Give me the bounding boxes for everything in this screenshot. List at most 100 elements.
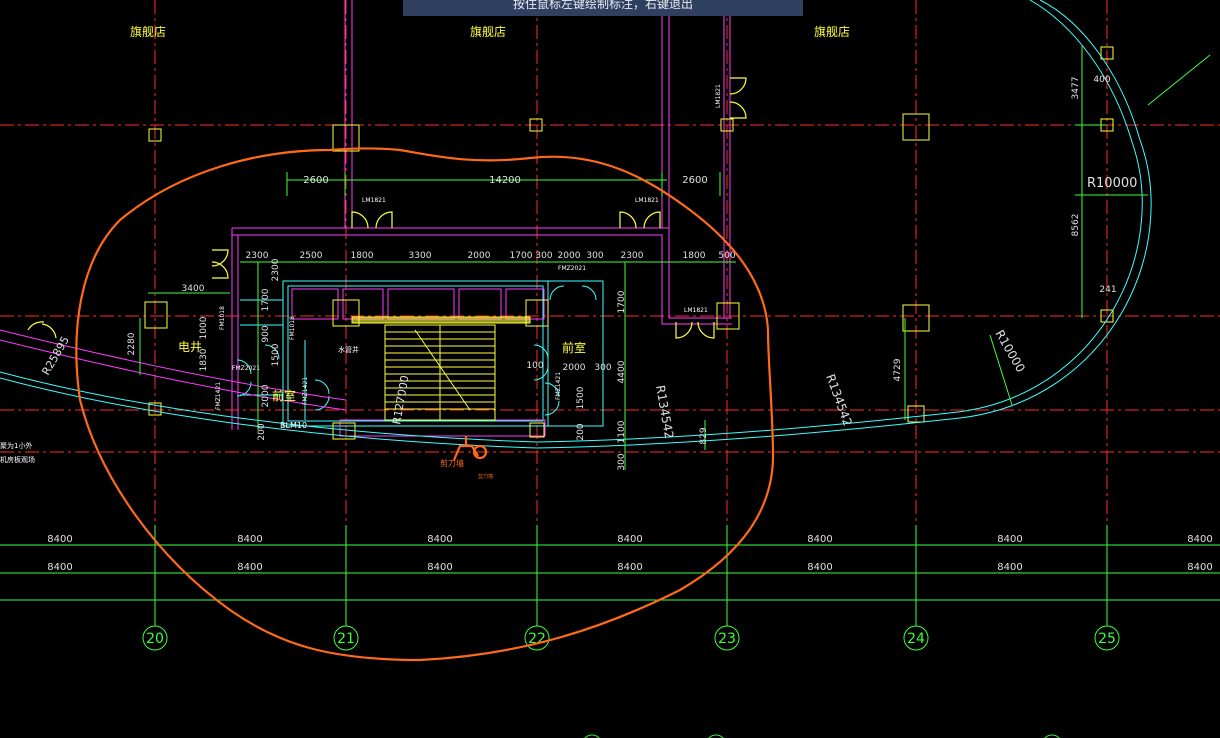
- dim-text: 2300: [271, 258, 281, 281]
- bay-dim: 8400: [237, 534, 262, 545]
- bay-dim: 8400: [47, 562, 72, 573]
- door-swings: [27, 77, 747, 339]
- bay-dim: 8400: [997, 562, 1022, 573]
- dim-text: 2280: [127, 332, 137, 355]
- core-dimension-texts: 2300 2500 1800 3300 2000 1700 300 2000 3…: [246, 251, 736, 261]
- dim-text: 1830: [199, 348, 209, 371]
- dim-text: 300: [586, 251, 603, 261]
- store-label: 旗舰店: [470, 24, 506, 39]
- dim-text: 400: [1093, 75, 1110, 85]
- dim-text: 500: [718, 251, 735, 261]
- shop-partition-walls: [231, 0, 732, 430]
- radius-label: R10000: [1087, 176, 1137, 191]
- curved-facade: [0, 0, 1152, 449]
- bay-dim: 8400: [427, 562, 452, 573]
- door-tag: LM1821: [362, 197, 386, 204]
- bay-dim: 8400: [47, 534, 72, 545]
- store-label: 旗舰店: [130, 24, 166, 39]
- dim-text: 4400: [617, 360, 627, 383]
- dim-text: 3477: [1071, 77, 1081, 100]
- curved-edge: [0, 329, 347, 411]
- bay-dim: 8400: [807, 534, 832, 545]
- dim-text: 2000: [563, 363, 586, 373]
- dim-text: 2600: [682, 175, 707, 186]
- dim-text: 200: [257, 423, 267, 440]
- dim-text: 1100: [617, 420, 627, 443]
- axis-label: 23: [718, 631, 736, 647]
- front-room-left-label: 前室: [272, 388, 296, 403]
- dim-text: 2500: [300, 251, 323, 261]
- dim-text: 200: [576, 423, 586, 440]
- left-note: 机房板观场: [0, 455, 35, 464]
- door-tag: FMZ2021: [232, 365, 260, 372]
- dim-text: 1700: [617, 290, 627, 313]
- axis-bubbles: [142, 625, 1120, 738]
- status-banner: 按住鼠标左键绘制标注，右键退出: [403, 0, 803, 16]
- dim-text: 2300: [621, 251, 644, 261]
- door-tag: FMZ1421: [215, 382, 222, 410]
- dim-text: 2300: [246, 251, 269, 261]
- door-tag: LM1821: [684, 307, 708, 314]
- core-dimension-lines: [139, 45, 1211, 470]
- right-dimension-texts: 1700 4400 1100 300 100 2000 300 1500 200: [526, 290, 627, 470]
- dim-text: 241: [1099, 285, 1116, 295]
- bay-dimension-lines: [0, 525, 1220, 626]
- dim-text: 2600: [303, 175, 328, 186]
- door-tags: LM1821 LM1821 LM1821 LM1821 FMZ2021 FMZ2…: [215, 84, 722, 430]
- bay-dim: 8400: [427, 534, 452, 545]
- door-tag: LM1821: [635, 197, 659, 204]
- axis-label: 24: [907, 631, 925, 647]
- axis-label: 21: [337, 631, 355, 647]
- left-dimension-texts: 3400 2280 1000 1830 1700 2300 900 1500 2…: [127, 258, 281, 440]
- dim-text: 3300: [409, 251, 432, 261]
- markup-annotation: [75, 147, 775, 662]
- dim-text: 300: [594, 363, 611, 373]
- dim-text: 829: [699, 427, 709, 444]
- dim-text: 300: [617, 453, 627, 470]
- left-notes: 聚为1小外 机房板观场: [0, 441, 35, 464]
- door-tag: FMZ1421: [555, 372, 562, 400]
- dim-text: 2000: [468, 251, 491, 261]
- dim-text: 3400: [182, 284, 205, 294]
- electric-shaft-label: 电井: [178, 340, 202, 354]
- columns: [144, 46, 1114, 440]
- bay-dim: 8400: [617, 534, 642, 545]
- water-shaft-label: 水管井: [338, 345, 359, 354]
- door-tag: FM1018: [289, 316, 296, 340]
- stair: [351, 316, 531, 421]
- horizontal-axis-lines: [0, 124, 1220, 453]
- far-right-dimension-texts: 3477 400 8562 241 4729 829: [699, 75, 1117, 445]
- dim-text: 1800: [683, 251, 706, 261]
- dim-text: 1700: [261, 288, 271, 311]
- dim-text: 1700: [510, 251, 533, 261]
- bay-dimension-texts: 8400 8400 8400 8400 8400 8400 8400 8400 …: [47, 534, 1212, 573]
- door-tag: BLM10: [280, 421, 307, 430]
- axis-label: 25: [1098, 631, 1116, 647]
- markup-label: 剪刀墙: [478, 473, 493, 480]
- markup-freehand-loop: [75, 147, 775, 662]
- door-tag: FMZ2021: [558, 265, 586, 272]
- dim-text: 14200: [489, 175, 521, 186]
- dim-text: 1000: [199, 316, 209, 339]
- bay-dim: 8400: [1187, 562, 1212, 573]
- dim-text: 1500: [271, 343, 281, 366]
- bay-dim: 8400: [237, 562, 262, 573]
- markup-labels: 剪刀墙 剪刀墙: [440, 458, 493, 480]
- door-tag: FMZ1421: [302, 377, 309, 405]
- dim-text: 300: [535, 251, 552, 261]
- banner-text: 按住鼠标左键绘制标注，右键退出: [512, 0, 693, 11]
- store-labels: 旗舰店 旗舰店 旗舰店: [130, 24, 850, 39]
- bay-dim: 8400: [617, 562, 642, 573]
- dim-text: 4729: [893, 358, 903, 381]
- axis-bubble-labels: 20 21 22 23 24 25: [146, 631, 1116, 647]
- dim-text: 2000: [558, 251, 581, 261]
- markup-label: 剪刀墙: [440, 458, 464, 468]
- dim-text: 1800: [351, 251, 374, 261]
- dim-text: 8562: [1071, 214, 1081, 237]
- core-outline: [240, 280, 604, 427]
- front-room-right-label: 前室: [562, 340, 586, 355]
- dim-text: 100: [526, 361, 543, 371]
- vertical-axis-lines: [154, 0, 1108, 600]
- dim-text: 900: [261, 325, 271, 342]
